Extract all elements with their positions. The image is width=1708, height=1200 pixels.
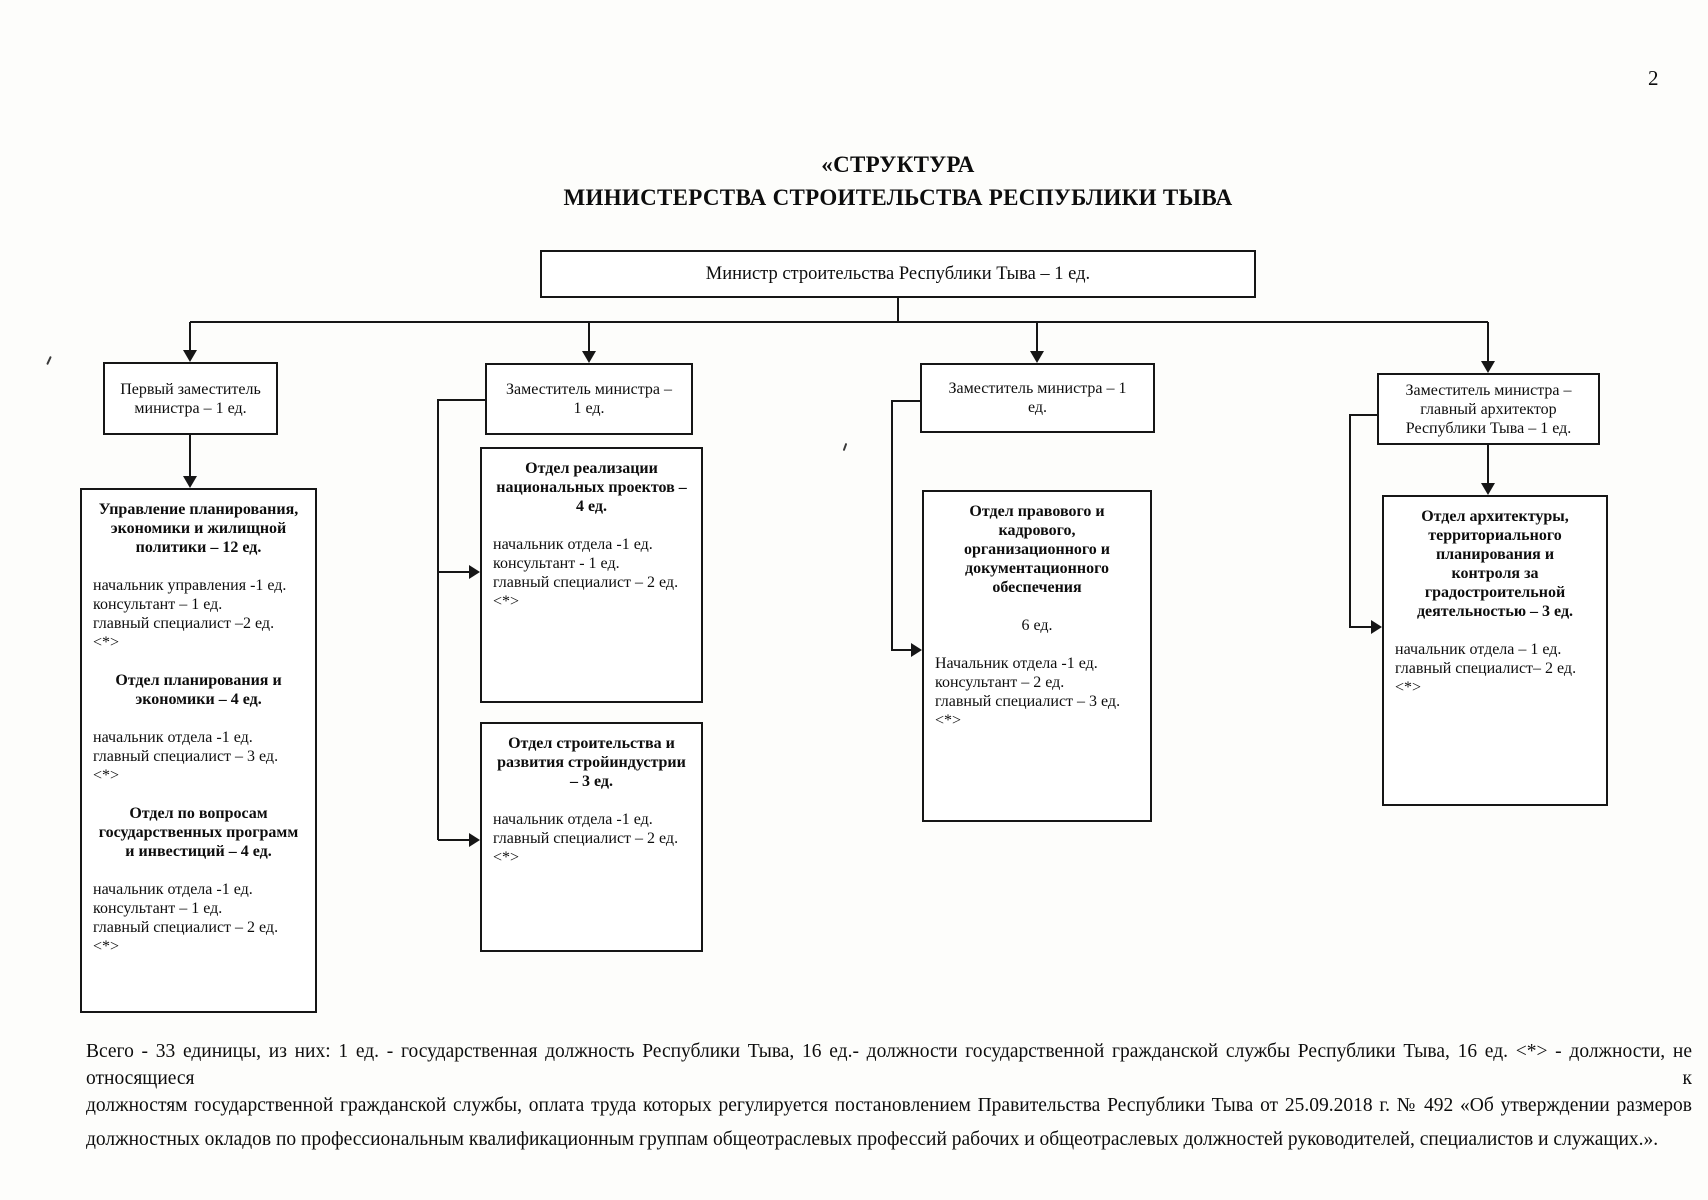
dept-staff-list: начальник отдела – 1 ед. главный специал… [1395, 641, 1577, 696]
connector-arrowheads [183, 350, 1495, 847]
branch-box-deputy-3: Заместитель министра – 1 ед. [920, 363, 1155, 433]
dept-heading: Отдел правового и кадрового, организацио… [964, 503, 1110, 596]
dept-box-planning-economy-housing: Управление планирования, экономики и жил… [80, 488, 317, 1013]
connector-lines [189, 298, 1489, 841]
branch-box-first-deputy: Первый заместитель министра – 1 ед. [103, 362, 278, 435]
chart-title-line2: МИНИСТЕРСТВА СТРОИТЕЛЬСТВА РЕСПУБЛИКИ ТЫ… [563, 185, 1233, 210]
dept-staff-list: начальник управления -1 ед. консультант … [93, 577, 287, 651]
dept-staff-list: начальник отдела -1 ед. консультант - 1 … [493, 536, 679, 610]
dept-heading: Отдел по вопросам государственных програ… [98, 805, 299, 860]
dept-box-legal-hr-documentation: Отдел правового и кадрового, организацио… [922, 490, 1152, 822]
branch-box-deputy-2: Заместитель министра – 1 ед. [485, 363, 693, 435]
dept-heading: Отдел архитектуры, территориального план… [1416, 508, 1574, 620]
dept-staff-list: начальник отдела -1 ед. главный специали… [93, 729, 279, 784]
chart-title: «СТРУКТУРА МИНИСТЕРСТВА СТРОИТЕЛЬСТВА РЕ… [300, 148, 1496, 214]
dept-box-national-projects: Отдел реализации национальных проектов –… [480, 447, 703, 703]
scan-artifact [46, 355, 52, 366]
page-number: 2 [1648, 66, 1659, 90]
footnote: Всего - 33 единицы, из них: 1 ед. - госу… [86, 1038, 1692, 1153]
chart-title-line1: «СТРУКТУРА [821, 152, 975, 177]
dept-staff-list: начальник отдела -1 ед. главный специали… [493, 811, 679, 866]
branch-box-deputy-chief-architect: Заместитель министра – главный архитекто… [1377, 373, 1600, 445]
dept-box-construction-industry: Отдел строительства и развития стройинду… [480, 722, 703, 952]
scan-artifact [842, 442, 848, 452]
dept-heading: Управление планирования, экономики и жил… [98, 501, 299, 556]
minister-label: Министр строительства Республики Тыва – … [705, 263, 1091, 284]
dept-heading: Отдел строительства и развития стройинду… [497, 735, 686, 790]
minister-box: Министр строительства Республики Тыва – … [540, 250, 1256, 298]
dept-heading: Отдел реализации национальных проектов –… [496, 460, 687, 515]
dept-box-architecture-planning: Отдел архитектуры, территориального план… [1382, 495, 1608, 806]
dept-staff-list: начальник отдела -1 ед. консультант – 1 … [93, 881, 279, 955]
footnote-line: Всего - 33 единицы, из них: 1 ед. - госу… [86, 1041, 1692, 1089]
dept-subtotal: 6 ед. [1021, 617, 1053, 634]
dept-heading: Отдел планирования и экономики – 4 ед. [115, 672, 282, 708]
footnote-line: должностям государственной гражданской с… [86, 1095, 1692, 1116]
footnote-line: должностных окладов по профессиональным … [86, 1129, 1659, 1150]
dept-staff-list: Начальник отдела -1 ед. консультант – 2 … [935, 655, 1121, 729]
